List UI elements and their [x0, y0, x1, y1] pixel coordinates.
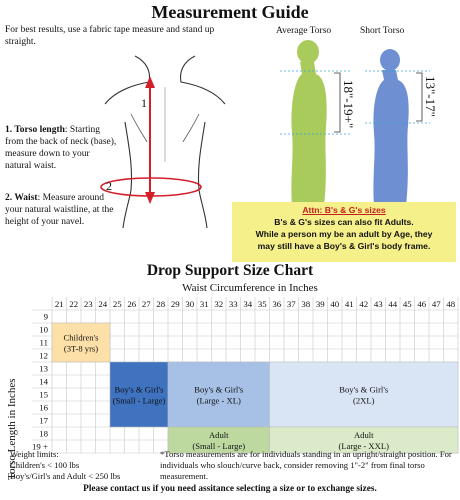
size-block-sublabel: (Small - Large) [113, 396, 166, 406]
short-range-label: 13"-17" [423, 76, 438, 117]
waist-tick-label: 32 [214, 299, 223, 309]
short-torso-figure [373, 49, 409, 206]
weight-limit-children: Children's < 100 lbs [10, 460, 80, 470]
waist-tick-label: 33 [229, 299, 238, 309]
size-block-label: Children's [64, 333, 100, 343]
torso-tick-label: 10 [39, 325, 48, 335]
page-title: Measurement Guide [151, 2, 309, 22]
waist-tick-label: 39 [316, 299, 325, 309]
waist-tick-label: 28 [156, 299, 165, 309]
torso-profiles-illustration: 18"-19+" 13"-17" [280, 40, 438, 206]
torso-tick-label: 17 [39, 416, 48, 426]
waist-tick-label: 37 [287, 299, 296, 309]
waist-tick-label: 30 [185, 299, 194, 309]
short-torso-label: Short Torso [360, 26, 405, 36]
size-block-label: Boy's & Girl's [115, 385, 165, 395]
torso-tick-label: 12 [39, 351, 48, 361]
torso-tick-label: 19 + [32, 442, 48, 452]
weight-limits: Weight limits: Children's < 100 lbs Boy'… [10, 449, 150, 482]
torso-tick-label: 16 [39, 403, 48, 413]
waist-tick-label: 46 [417, 299, 426, 309]
average-torso-label: Average Torso [276, 26, 332, 36]
arrow-head-up [145, 76, 155, 88]
size-block-label: Boy's & Girl's [339, 385, 389, 395]
torso-axis-title: Torso Length in Inches [6, 378, 18, 480]
size-block-sublabel: (2XL) [353, 396, 375, 406]
attention-heading: Attn: B's & G's sizes [302, 205, 386, 215]
waist-tick-label: 44 [388, 299, 397, 309]
waist-ellipse [100, 177, 202, 197]
intro-text: For best results, use a fabric tape meas… [5, 25, 215, 47]
size-block [167, 361, 270, 428]
attention-line-3: may still have a Boy's & Girl's body fra… [257, 241, 431, 251]
torso-tick-label: 15 [39, 390, 48, 400]
waist-tick-label: 34 [243, 299, 252, 309]
waist-tick-label: 47 [432, 299, 441, 309]
arrow-head-down [145, 192, 155, 204]
step-torso-length: 1. Torso length: Starting from the back … [5, 124, 117, 172]
weight-limits-title: Weight limits: [10, 449, 59, 459]
step-waist: 2. Waist: Measure around your natural wa… [5, 192, 117, 228]
size-block-label: Adult [354, 430, 374, 440]
size-block [51, 322, 111, 363]
torso-tick-label: 11 [40, 338, 48, 348]
marker-2: 2 [106, 179, 112, 193]
back-outline-illustration [100, 55, 226, 229]
torso-tick-label: 13 [39, 364, 48, 374]
waist-tick-label: 25 [113, 299, 122, 309]
torso-tick-label: 18 [39, 429, 48, 439]
waist-tick-label: 41 [345, 299, 354, 309]
torso-tick-label: 14 [39, 377, 48, 387]
weight-limit-adult: Boy's/Girl's and Adult < 250 lbs [10, 471, 121, 481]
waist-tick-label: 42 [359, 299, 368, 309]
size-block [109, 361, 169, 428]
size-block-sublabel: (3T-8 yrs) [64, 344, 98, 354]
average-range-label: 18"-19+" [341, 80, 356, 128]
torso-tick-label: 9 [44, 312, 49, 322]
size-block [167, 426, 270, 454]
step-waist-label: 2. Waist [5, 193, 38, 203]
step-waist-text: : Measure around your natural waistline,… [5, 193, 114, 227]
waist-tick-label: 23 [84, 299, 93, 309]
waist-tick-label: 22 [69, 299, 78, 309]
torso-note: *Torso measurements are for individuals … [160, 449, 452, 481]
step-torso-text: : Starting from the back of neck (base),… [5, 125, 117, 171]
waist-tick-label: 40 [330, 299, 339, 309]
waist-tick-label: 21 [55, 299, 64, 309]
size-chart-title: Drop Support Size Chart [146, 262, 314, 279]
marker-1: 1 [141, 96, 147, 110]
attention-line-1: B's & G's sizes can also fit Adults. [274, 217, 414, 227]
size-block-label: Boy's & Girl's [194, 385, 244, 395]
size-block [269, 361, 459, 428]
size-block-sublabel: (Small - Large) [192, 441, 245, 451]
waist-tick-label: 43 [374, 299, 383, 309]
size-block-sublabel: (Large - XXL) [339, 441, 390, 451]
contact-footer: Please contact us if you need assitance … [83, 484, 377, 494]
waist-axis-title: Waist Circumference in Inches [182, 282, 318, 294]
torso-axis-title-wrap: Torso Length in Inches [6, 378, 18, 480]
attention-box: Attn: B's & G's sizes B's & G's sizes ca… [232, 202, 456, 262]
size-block [269, 426, 459, 454]
step-torso-label: 1. Torso length [5, 125, 65, 135]
waist-tick-label: 36 [272, 299, 281, 309]
size-block-sublabel: (Large - XL) [197, 396, 241, 406]
waist-tick-label: 31 [200, 299, 209, 309]
waist-tick-label: 35 [258, 299, 267, 309]
waist-tick-label: 48 [446, 299, 455, 309]
waist-tick-label: 24 [98, 299, 107, 309]
waist-tick-label: 29 [171, 299, 180, 309]
waist-tick-label: 26 [127, 299, 136, 309]
waist-tick-label: 27 [142, 299, 151, 309]
size-block-label: Adult [209, 430, 229, 440]
attention-line-2: While a person my be an adult by Age, th… [255, 229, 433, 239]
waist-tick-label: 45 [403, 299, 412, 309]
waist-tick-label: 38 [301, 299, 310, 309]
